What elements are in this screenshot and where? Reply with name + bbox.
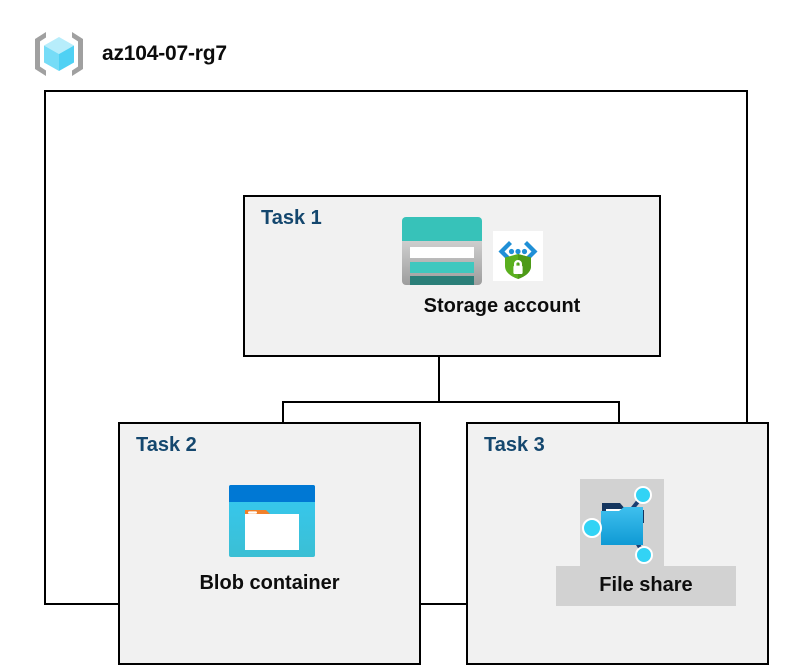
page-title: az104-07-rg7	[102, 42, 227, 65]
task-3-resource-label: File share	[556, 566, 736, 606]
task-1-resource-label: Storage account	[423, 295, 581, 317]
task-2-box[interactable]: Task 2	[118, 422, 421, 665]
connector-storage-to-bus	[438, 357, 440, 403]
task-3-box[interactable]: Task 3	[466, 422, 769, 665]
task-2-resource-label: Blob container	[199, 572, 340, 594]
diagram-root: az104-07-rg7 Task 1	[30, 26, 769, 665]
storage-account-icon	[400, 215, 484, 287]
task-2-label: Task 2	[136, 434, 197, 456]
resource-group-icon	[30, 28, 88, 80]
task-1-box[interactable]: Task 1	[243, 195, 661, 357]
task-1-label: Task 1	[261, 207, 322, 229]
file-share-icon	[580, 479, 664, 567]
connector-branch-bus	[282, 401, 620, 403]
resource-group-header: az104-07-rg7	[30, 26, 350, 82]
task-3-label: Task 3	[484, 434, 545, 456]
encryption-shield-icon	[493, 231, 543, 281]
resource-group-container: Task 1	[44, 90, 769, 665]
blob-container-icon	[228, 484, 316, 558]
